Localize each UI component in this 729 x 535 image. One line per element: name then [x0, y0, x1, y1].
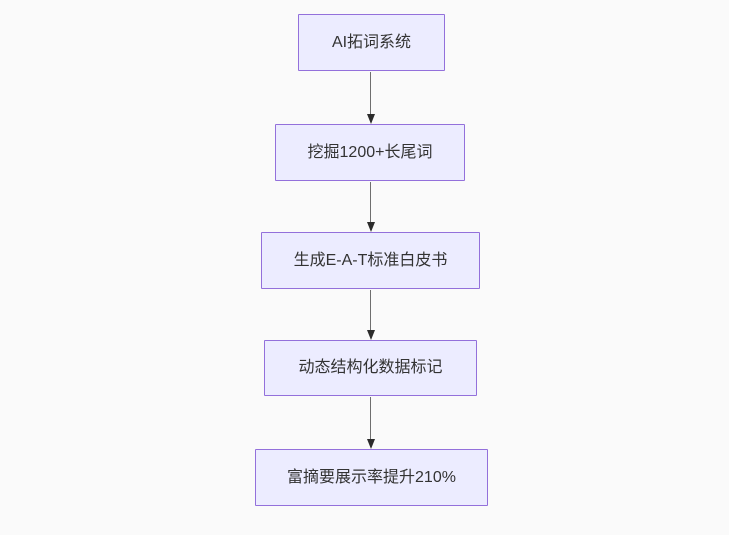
flow-node-label: 生成E-A-T标准白皮书 [293, 251, 448, 269]
arrow-line [369, 182, 372, 222]
flow-node-structured-data-markup: 动态结构化数据标记 [264, 340, 477, 396]
arrowhead-icon [366, 439, 375, 449]
flow-node-label: 富摘要展示率提升210% [287, 468, 456, 486]
arrow-line [369, 290, 372, 330]
flow-arrow-2 [366, 182, 375, 232]
flow-node-label: 挖掘1200+长尾词 [307, 143, 433, 161]
flow-arrow-3 [366, 290, 375, 340]
flow-node-eat-whitepaper: 生成E-A-T标准白皮书 [261, 232, 480, 289]
arrow-line [369, 397, 372, 439]
arrowhead-icon [366, 330, 375, 340]
flow-node-rich-snippet-uplift: 富摘要展示率提升210% [255, 449, 488, 506]
flow-arrow-4 [366, 397, 375, 449]
flow-node-label: AI拓词系统 [331, 33, 412, 51]
flow-node-ai-keyword-system: AI拓词系统 [298, 14, 445, 71]
arrow-line [369, 72, 372, 114]
flow-node-label: 动态结构化数据标记 [298, 359, 443, 377]
flow-node-longtail-mining: 挖掘1200+长尾词 [275, 124, 465, 181]
arrowhead-icon [366, 222, 375, 232]
flow-arrow-1 [366, 72, 375, 124]
arrowhead-icon [366, 114, 375, 124]
